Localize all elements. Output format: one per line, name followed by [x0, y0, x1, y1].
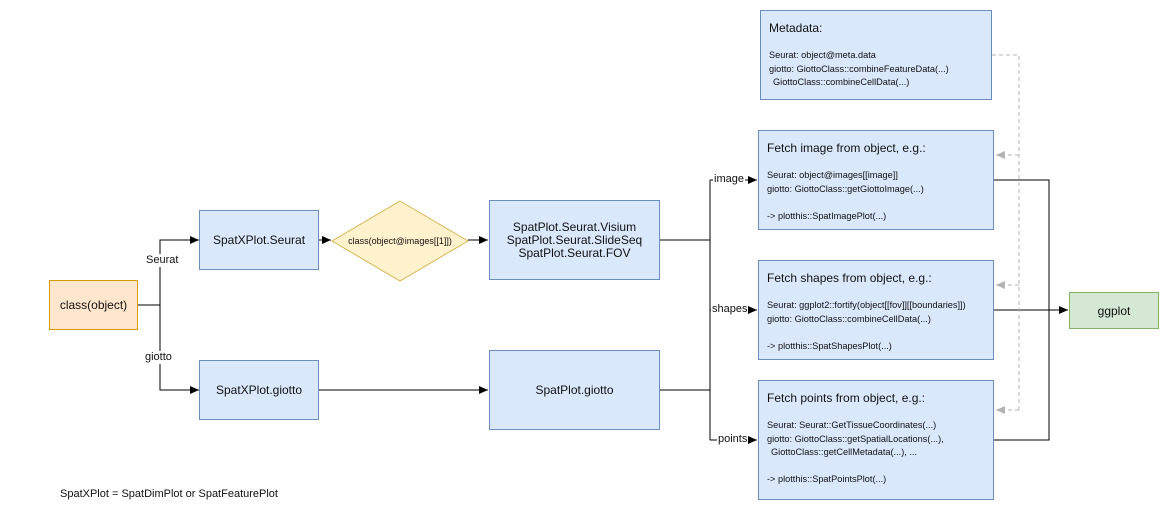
- seurat-methods-node: SpatPlot.Seurat.Visium SpatPlot.Seurat.S…: [489, 200, 660, 280]
- fetch-points-plot: -> plotthis::SpatPointsPlot(...): [767, 474, 887, 484]
- root-label: class(object): [59, 298, 128, 312]
- spatxplot-seurat-label: SpatXPlot.Seurat: [212, 233, 306, 247]
- root-class-object-node: class(object): [49, 280, 138, 330]
- edge-root-to-seurat: [138, 236, 199, 306]
- fetch-points-line-giotto-meta: GiottoClass::getCellMetadata(...), ...: [771, 447, 918, 457]
- fetch-shapes-title: Fetch shapes from object, e.g.:: [767, 271, 932, 285]
- fetch-points-title: Fetch points from object, e.g.:: [767, 391, 926, 405]
- metadata-line-seurat: Seurat: object@meta.data: [769, 50, 876, 60]
- edge-root-to-giotto: [159, 305, 199, 394]
- spatxplot-giotto-label: SpatXPlot.giotto: [215, 383, 303, 397]
- decision-diamond: [331, 200, 469, 282]
- spatxplot-giotto-node: SpatXPlot.giotto: [199, 360, 319, 420]
- edge-label-points: points: [717, 433, 749, 446]
- fetch-shapes-plot: -> plotthis::SpatShapesPlot(...): [767, 340, 892, 351]
- fetch-points-line-seurat: Seurat: Seurat::GetTissueCoordinates(...…: [767, 420, 937, 430]
- edge-label-image: image: [713, 173, 745, 186]
- ggplot-label: ggplot: [1097, 303, 1131, 318]
- fetch-shapes-node: Fetch shapes from object, e.g.: Seurat: …: [758, 260, 994, 360]
- edge-metadata-dashed: [992, 54, 1020, 410]
- metadata-title: Metadata:: [769, 21, 823, 35]
- fetch-image-line-seurat: Seurat: object@images[[image]]: [767, 170, 898, 180]
- method-slideseq: SpatPlot.Seurat.SlideSeq: [506, 232, 643, 247]
- giotto-method-node: SpatPlot.giotto: [489, 350, 660, 430]
- footnote: SpatXPlot = SpatDimPlot or SpatFeaturePl…: [60, 488, 278, 500]
- edge-label-shapes: shapes: [711, 303, 749, 316]
- fetch-shapes-line-giotto: giotto: GiottoClass::combineCellData(...…: [767, 313, 931, 324]
- fetch-points-line-giotto: giotto: GiottoClass::getSpatialLocations…: [767, 433, 944, 444]
- branch-label-seurat: Seurat: [145, 254, 180, 267]
- edge-points-to-ggplot: [994, 310, 1050, 441]
- spatxplot-seurat-node: SpatXPlot.Seurat: [199, 210, 319, 270]
- fetch-points-node: Fetch points from object, e.g.: Seurat: …: [758, 380, 994, 500]
- decision-label-container: class(object@images[[1]]): [332, 231, 468, 251]
- fetch-shapes-line-seurat: Seurat: ggplot2::fortify(object[[fov]][[…: [767, 300, 966, 310]
- metadata-node: Metadata: Seurat: object@meta.data giott…: [760, 10, 992, 100]
- giotto-method-label: SpatPlot.giotto: [535, 383, 614, 397]
- method-fov: SpatPlot.Seurat.FOV: [518, 245, 631, 260]
- fetch-image-node: Fetch image from object, e.g.: Seurat: o…: [758, 130, 994, 230]
- metadata-line-giotto: giotto: GiottoClass::combineFeatureData(…: [769, 63, 949, 74]
- fetch-image-plot: -> plotthis::SpatImagePlot(...): [767, 210, 887, 221]
- fetch-image-title: Fetch image from object, e.g.:: [767, 141, 926, 155]
- decision-label: class(object@images[[1]]): [348, 236, 452, 246]
- metadata-line-giotto-cell: GiottoClass::combineCellData(...): [773, 77, 910, 87]
- ggplot-output-node: ggplot: [1069, 292, 1159, 329]
- method-visium: SpatPlot.Seurat.Visium: [512, 219, 637, 234]
- edge-image-to-ggplot: [994, 179, 1050, 310]
- branch-label-giotto: giotto: [144, 351, 173, 364]
- fetch-image-line-giotto: giotto: GiottoClass::getGiottoImage(...): [767, 183, 924, 194]
